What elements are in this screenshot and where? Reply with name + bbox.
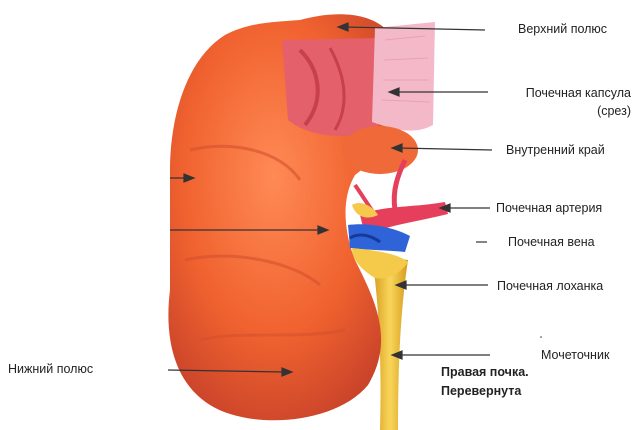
label-renal-vein: Почечная вена: [508, 235, 595, 249]
label-inner-edge: Внутренний край: [506, 143, 605, 157]
label-ureter: Мочеточник: [541, 348, 609, 362]
caption-line2: Перевернута: [441, 382, 529, 401]
hilum-fat: [352, 203, 378, 217]
diagram-caption: Правая почка. Перевернута: [441, 363, 529, 401]
inner-edge-bulge: [342, 126, 418, 174]
label-upper-pole: Верхний полюс: [518, 22, 607, 36]
label-renal-capsule-line2: (срез): [497, 102, 631, 120]
label-renal-capsule-line1: Почечная капсула: [497, 84, 631, 102]
label-renal-artery: Почечная артерия: [496, 201, 602, 215]
label-lower-pole: Нижний полюс: [8, 362, 93, 376]
label-renal-capsule: Почечная капсула (срез): [497, 84, 631, 120]
renal-vein-shape: [348, 224, 410, 252]
dot-marker: [540, 336, 542, 338]
label-renal-pelvis: Почечная лоханка: [497, 279, 603, 293]
caption-line1: Правая почка.: [441, 363, 529, 382]
